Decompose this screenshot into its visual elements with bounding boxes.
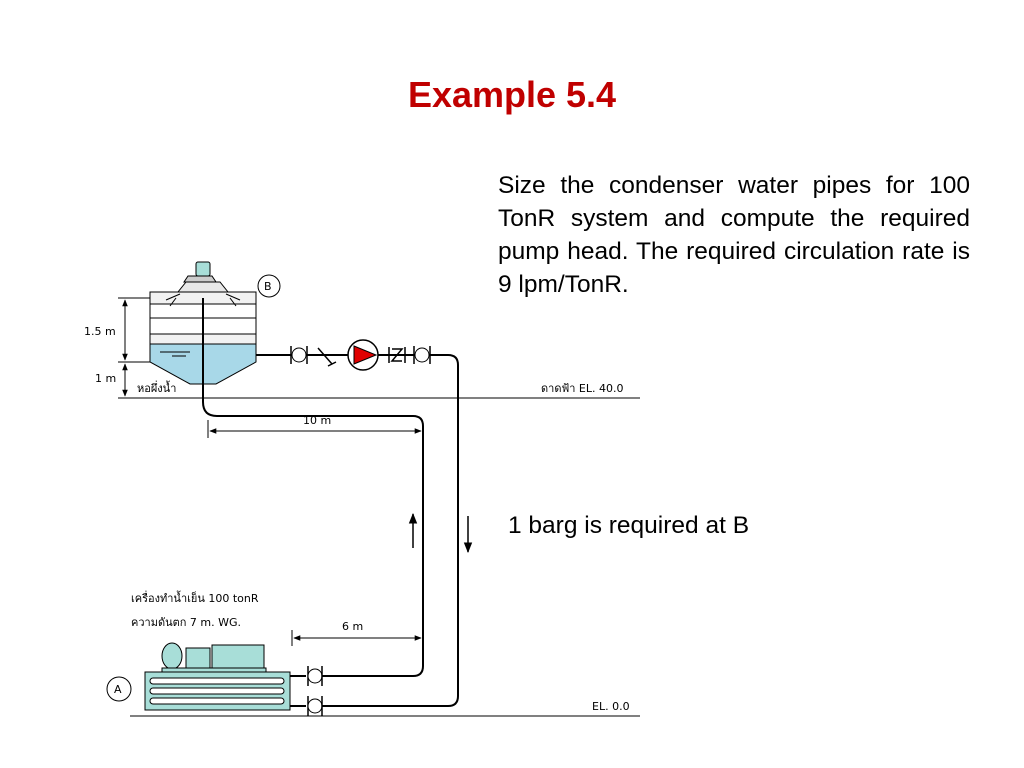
problem-statement: Size the condenser water pipes for 100 T… [498, 172, 970, 298]
height-dimensions [118, 297, 150, 397]
point-b-marker [257, 274, 281, 298]
ground-elevation-label: EL. 0.0 [592, 700, 630, 713]
slide-title: Example 5.4 [407, 74, 617, 115]
point-a-marker [106, 676, 132, 702]
valve-2 [413, 346, 431, 364]
dimension-6m [291, 630, 422, 646]
horizontal-top-label: 10 m [303, 414, 331, 427]
height-basin-label: 1 m [95, 372, 116, 385]
pump-icon [347, 339, 379, 371]
chiller-pressure-label: ความดันตก 7 m. WG. [131, 616, 241, 629]
point-b-label: B [264, 280, 272, 293]
dimension-10m [207, 420, 422, 438]
chiller-valve-bottom [307, 696, 323, 716]
tower-name-label: หอผึ่งน้ำ [137, 380, 176, 395]
strainer-icon [317, 347, 337, 367]
roof-elevation-label: ดาดฟ้า EL. 40.0 [541, 382, 624, 395]
chiller-name-label: เครื่องทำน้ำเย็น 100 tonR [131, 590, 259, 605]
chiller [144, 642, 306, 711]
piping [202, 298, 459, 707]
horizontal-bottom-label: 6 m [342, 620, 363, 633]
height-tower-label: 1.5 m [84, 325, 116, 338]
chiller-valve-top [307, 666, 323, 686]
pressure-requirement-note: 1 barg is required at B [508, 512, 750, 539]
point-a-label: A [114, 683, 122, 696]
check-valve-icon [388, 347, 406, 363]
valve-1 [290, 346, 308, 364]
